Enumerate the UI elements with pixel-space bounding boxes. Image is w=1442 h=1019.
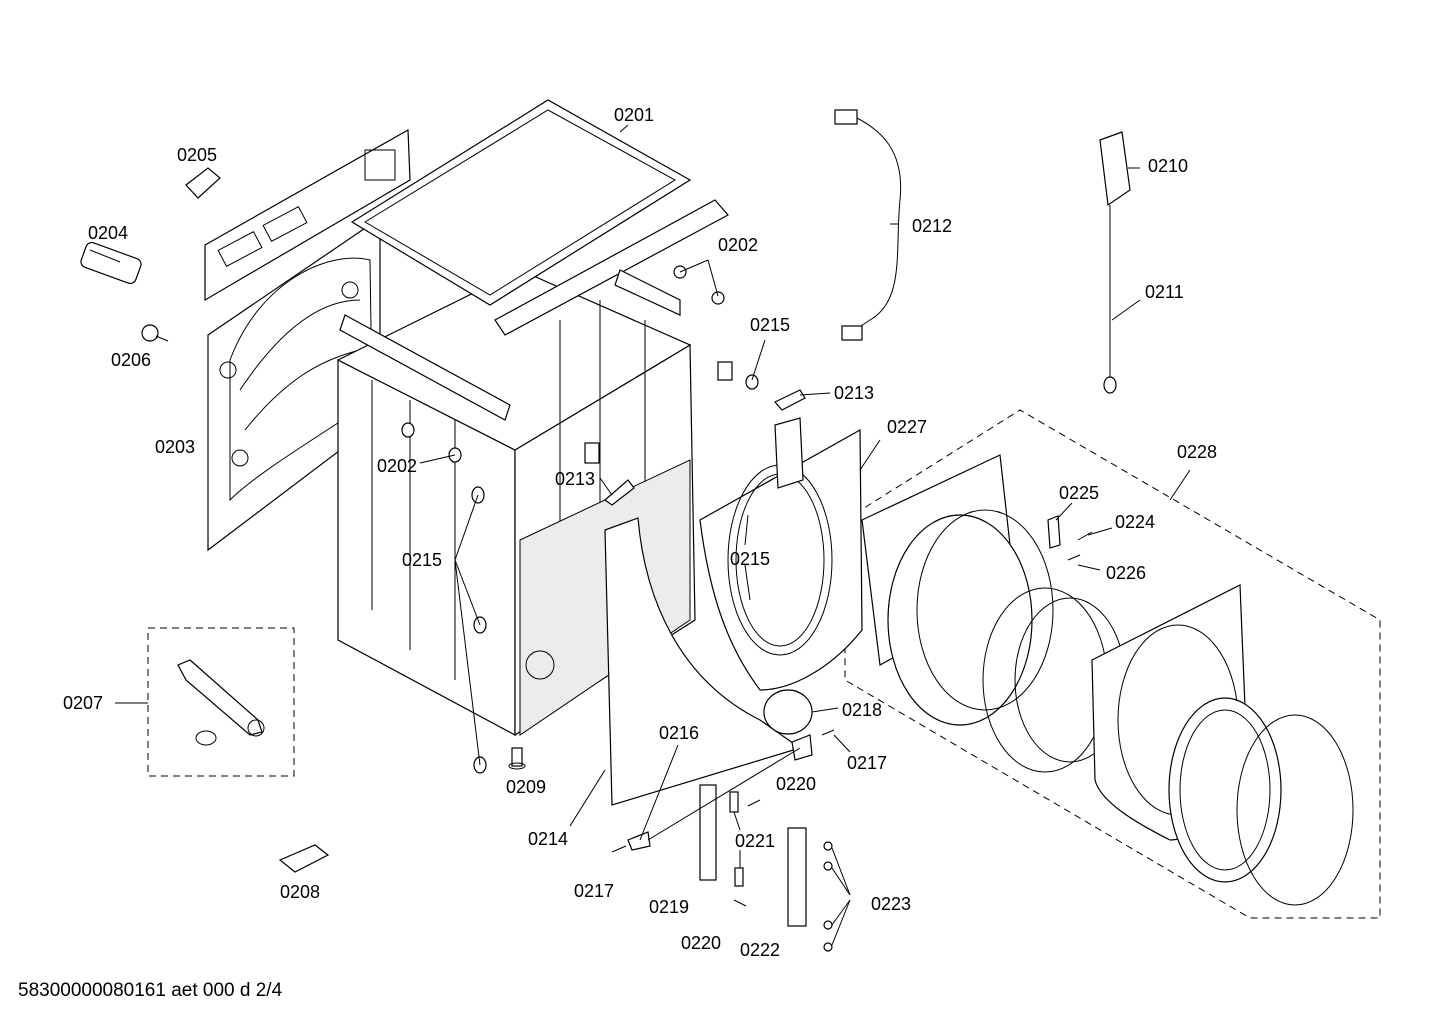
bracket-0213-shapes <box>584 361 806 506</box>
door-lock-0210 <box>1099 131 1131 394</box>
label-0221: 0221 <box>735 831 775 851</box>
label-0217-left: 0217 <box>574 881 614 901</box>
label-0203: 0203 <box>155 437 195 457</box>
wiring-harness-0212 <box>834 109 902 341</box>
label-0217-right: 0217 <box>847 753 887 773</box>
label-0215-left: 0215 <box>402 550 442 570</box>
label-0206: 0206 <box>111 350 151 370</box>
label-0226: 0226 <box>1106 563 1146 583</box>
filter-cap-0218 <box>763 689 813 735</box>
label-0211: 0211 <box>1145 282 1184 302</box>
label-0227: 0227 <box>887 417 927 437</box>
label-0202-top: 0202 <box>718 235 758 255</box>
label-0220-top: 0220 <box>776 774 816 794</box>
rear-bracket <box>204 128 411 302</box>
group-box-0207 <box>147 627 295 777</box>
label-0209: 0209 <box>506 777 546 797</box>
label-0207: 0207 <box>63 693 103 713</box>
label-0213-right: 0213 <box>834 383 874 403</box>
wrench-0207-shape <box>177 659 265 746</box>
label-0220-bottom: 0220 <box>681 933 721 953</box>
part-0205-shape <box>185 167 221 199</box>
label-0219: 0219 <box>649 897 689 917</box>
part-0209-shape <box>508 747 526 770</box>
label-0202-side: 0202 <box>377 456 417 476</box>
front-frame-0227 <box>699 417 863 691</box>
label-0224: 0224 <box>1115 512 1155 532</box>
door-assembly-0228 <box>861 454 1354 906</box>
group-box-0228 <box>844 409 1381 919</box>
label-0223: 0223 <box>871 894 911 914</box>
label-0204: 0204 <box>88 223 128 243</box>
drawing-code: 58300000080161 aet 000 d 2/4 <box>18 980 283 1001</box>
label-0222: 0222 <box>740 940 780 960</box>
top-cover-0201 <box>350 99 692 306</box>
label-0228: 0228 <box>1177 442 1217 462</box>
label-0218: 0218 <box>842 700 882 720</box>
label-0225: 0225 <box>1059 483 1099 503</box>
rear-panel-0203 <box>207 216 381 552</box>
label-0214: 0214 <box>528 829 568 849</box>
hinge-parts <box>611 729 835 952</box>
part-0208-shape <box>278 844 330 873</box>
front-panel-0214 <box>604 517 802 806</box>
leader-lines <box>115 124 1191 946</box>
cross-braces <box>339 199 729 421</box>
label-0213-center: 0213 <box>555 469 595 489</box>
label-0208: 0208 <box>280 882 320 902</box>
part-0206-shape <box>141 324 169 342</box>
part-0204-shape <box>80 241 142 285</box>
label-0212: 0212 <box>912 216 952 236</box>
label-0215-center: 0215 <box>730 549 770 569</box>
label-0205: 0205 <box>177 145 217 165</box>
label-0201: 0201 <box>614 105 654 125</box>
label-0210: 0210 <box>1148 156 1188 176</box>
label-0215-top: 0215 <box>750 315 790 335</box>
label-0216: 0216 <box>659 723 699 743</box>
